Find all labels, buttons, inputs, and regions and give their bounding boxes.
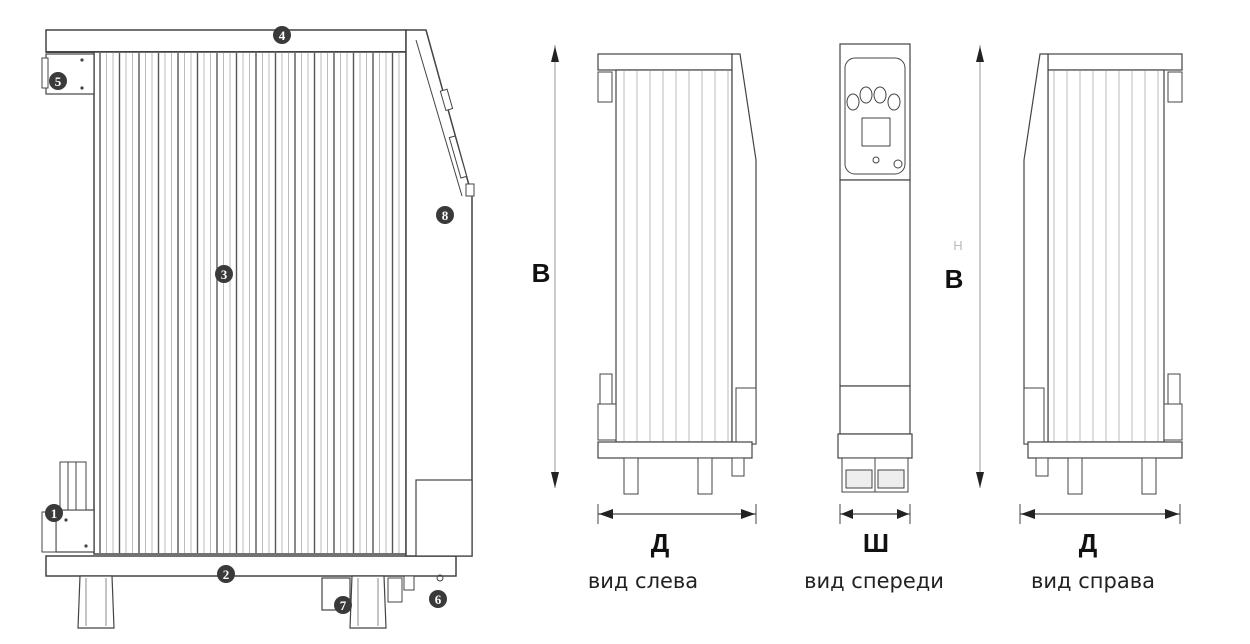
main-side-view: 1 2 3 4 5 6 7 8 [41,26,475,629]
width-label-front: Ш [863,528,889,558]
caption-front-view: вид спереди [804,569,944,593]
svg-text:5: 5 [55,74,62,89]
left-view-fins [623,71,729,441]
svg-text:4: 4 [279,28,286,43]
display-screen [861,117,891,147]
callout-4: 4 [273,26,291,44]
right-view: В Н Д вид справа [945,45,1183,593]
height-label-right-faint: Н [953,238,962,253]
svg-text:8: 8 [442,208,449,223]
svg-text:2: 2 [223,567,230,582]
caption-right-view: вид справа [1031,569,1155,593]
depth-label-left: Д [651,528,670,558]
front-view: Ш вид спереди [804,43,944,593]
svg-text:6: 6 [435,592,442,607]
callout-2: 2 [217,565,235,583]
cooling-fins [99,53,400,553]
height-label-left: В [532,258,551,288]
right-view-fins [1053,71,1159,441]
callout-8: 8 [436,206,454,224]
inlet-port [59,461,87,511]
height-label-right: В [945,264,964,294]
callout-7: 7 [334,596,352,614]
callout-6: 6 [429,590,447,608]
foot-right [349,575,387,629]
top-cap [45,29,407,53]
callout-3: 3 [215,265,233,283]
svg-text:1: 1 [51,506,58,521]
foot-left [77,575,115,629]
bottom-base [45,555,457,577]
left-view: В Д вид слева [532,45,757,593]
caption-left-view: вид слева [588,569,698,593]
callout-5: 5 [49,72,67,90]
control-housing [405,29,473,557]
svg-text:3: 3 [221,267,228,282]
svg-text:7: 7 [340,598,347,613]
callout-1: 1 [45,504,63,522]
depth-label-right: Д [1079,528,1098,558]
body-frame [93,51,407,555]
